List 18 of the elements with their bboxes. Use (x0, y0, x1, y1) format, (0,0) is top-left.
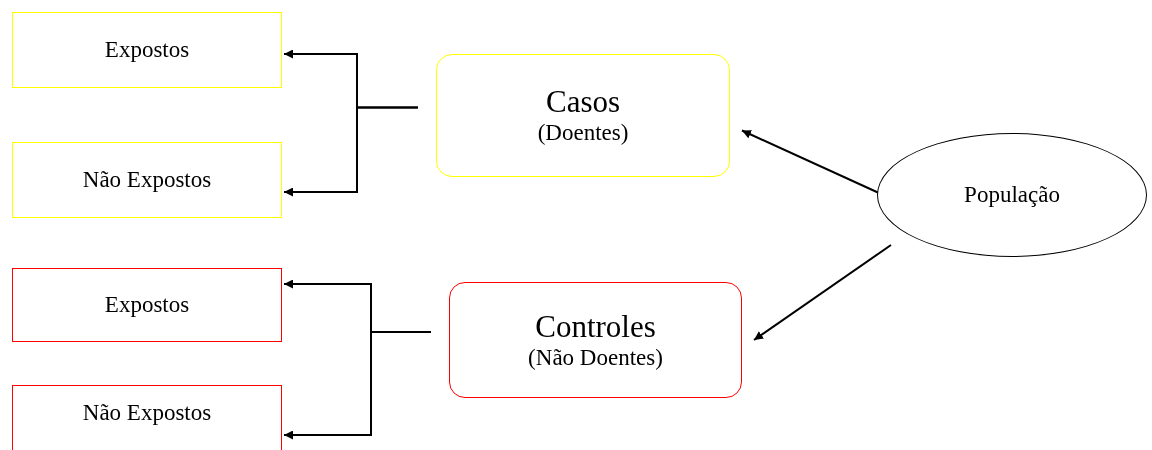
group-title: Casos (545, 84, 621, 121)
group-title: Controles (535, 308, 656, 345)
node-label: Não Expostos (82, 166, 212, 194)
node-label: Não Expostos (82, 400, 212, 427)
category-box (12, 12, 282, 88)
category-box (12, 385, 282, 450)
node-label: Expostos (104, 291, 190, 319)
node-label: População (964, 181, 1060, 209)
arrow (283, 106, 419, 197)
group-box (436, 54, 730, 177)
category-box (12, 268, 282, 342)
arrow (283, 331, 432, 440)
group-subtitle: (Não Doentes) (528, 344, 663, 372)
category-box (12, 142, 282, 218)
arrow (753, 244, 892, 341)
node-label: Expostos (104, 36, 190, 64)
group-subtitle: (Doentes) (537, 120, 629, 147)
group-box (449, 282, 742, 398)
